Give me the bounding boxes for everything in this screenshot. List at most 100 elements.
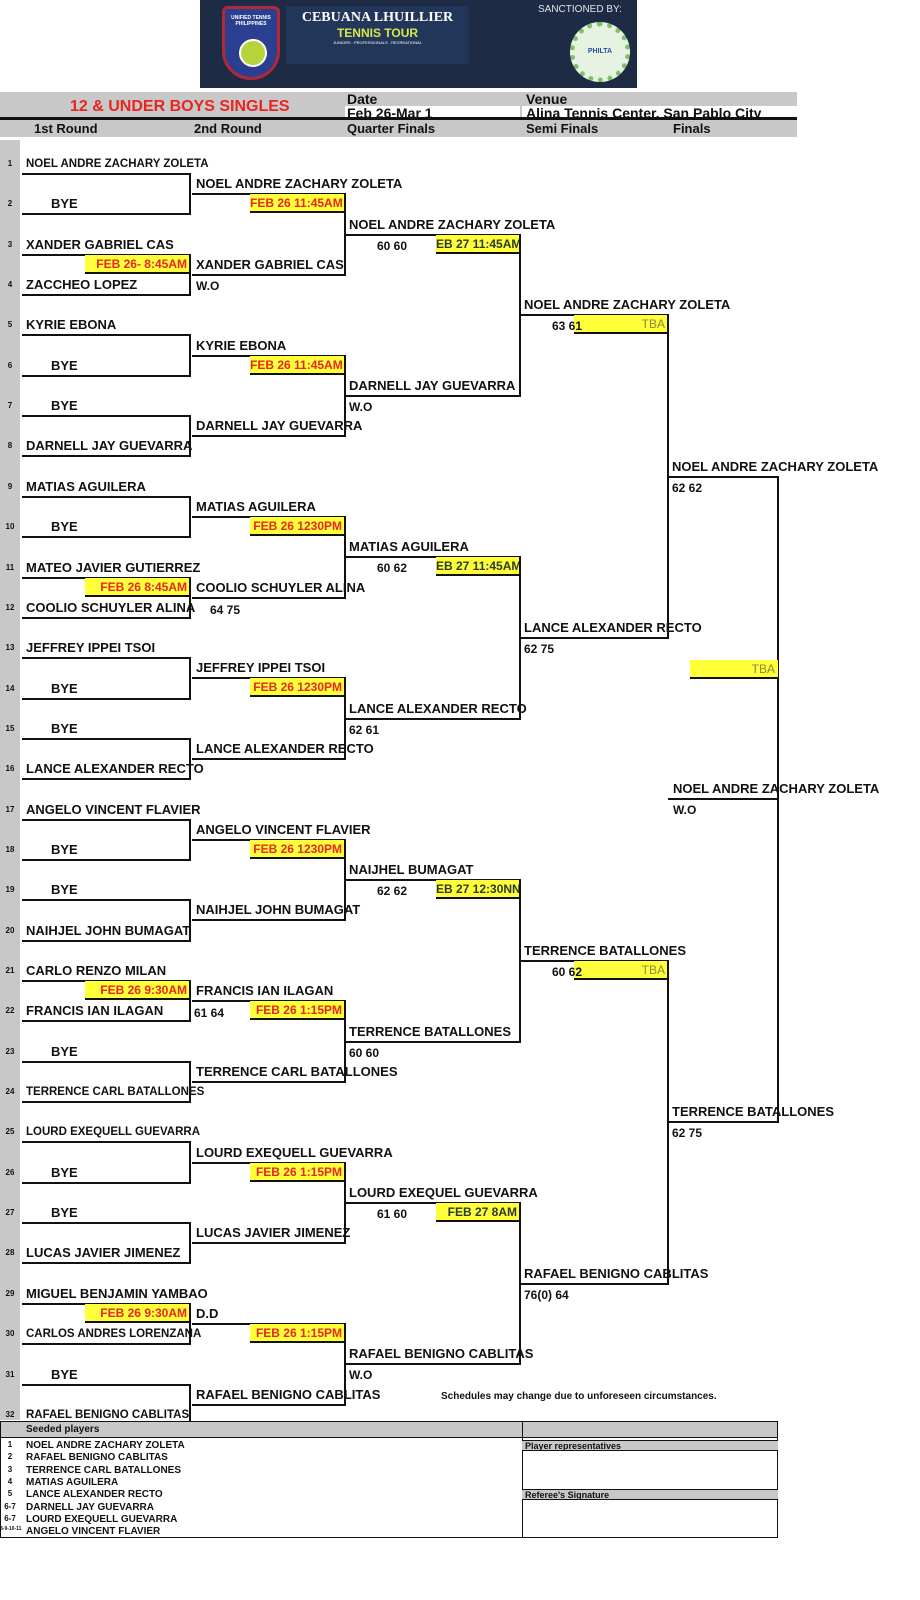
slot-number: 10 (5, 522, 15, 532)
bracket-connector (189, 818, 191, 861)
match-time-badge: TBA (574, 315, 668, 335)
referee-signature-label: Referee's Signature (522, 1489, 778, 1500)
player-name: XANDER GABRIEL CAS (196, 256, 344, 272)
player-name: DARNELL JAY GUEVARRA (26, 438, 193, 454)
bracket-line (22, 455, 190, 458)
slot-number: 13 (5, 643, 15, 653)
bracket-line (22, 1383, 190, 1386)
round-header-1st: 1st Round (34, 121, 98, 136)
seeded-player-name: DARNELL JAY GUEVARRA (26, 1501, 154, 1513)
player-name: MATIAS AGUILERA (26, 478, 146, 494)
player-name: JEFFREY IPPEI TSOI (26, 640, 156, 656)
player-name: BYE (51, 841, 78, 857)
bracket-line (22, 737, 190, 740)
bracket-line (22, 818, 190, 821)
player-name: RAFAEL BENIGNO CABLITAS (349, 1346, 534, 1362)
slot-number: 15 (5, 723, 15, 733)
slot-number: 16 (5, 764, 15, 774)
player-name: MATIAS AGUILERA (196, 498, 316, 514)
slot-number: 28 (5, 1248, 15, 1258)
slot-number: 22 (5, 1006, 15, 1016)
bracket-line (22, 778, 190, 781)
bracket-line (192, 273, 345, 276)
sponsor-banner: UNIFIED TENNIS PHILIPPINES CEBUANA LHUIL… (200, 0, 637, 88)
bracket-line (520, 637, 668, 640)
slot-number: 5 (7, 320, 13, 330)
bracket-line (192, 1080, 345, 1083)
seed-number: 1 (7, 1440, 13, 1449)
bracket-line (22, 213, 190, 216)
slot-number: 18 (5, 844, 15, 854)
bracket-line (22, 294, 190, 297)
player-name: FRANCIS IAN ILAGAN (196, 983, 334, 999)
match-time-badge: EB 27 11:45AM (436, 234, 520, 254)
brand-text: CEBUANA LHUILLIER (301, 10, 454, 25)
player-name: DARNELL JAY GUEVARRA (196, 418, 363, 434)
player-name: JEFFREY IPPEI TSOI (196, 660, 326, 676)
tennis-ball-icon (239, 39, 267, 67)
match-score: 62 75 (524, 642, 555, 657)
venue-label: Venue (526, 91, 568, 107)
player-name: BYE (51, 720, 78, 736)
player-name: NAIHJEL JOHN BUMAGAT (196, 902, 361, 918)
champion-name: NOEL ANDRE ZACHARY ZOLETA (673, 781, 880, 797)
bracket-connector (189, 495, 191, 539)
match-score: 61 60 (377, 1206, 408, 1221)
bracket-line (22, 1343, 190, 1346)
bracket-connector (777, 475, 779, 1124)
player-name: TERRENCE BATALLONES (524, 942, 687, 958)
match-score: 76(0) 64 (524, 1287, 569, 1302)
round-header-finals: Finals (673, 121, 711, 136)
slot-number: 11 (5, 562, 15, 572)
player-name: BYE (51, 519, 78, 535)
player-name: LOURD EXEQUELL GUEVARRA (196, 1144, 393, 1160)
match-score: 62 61 (349, 722, 380, 737)
bracket-line (668, 475, 778, 478)
player-name: XANDER GABRIEL CAS (26, 236, 174, 252)
bracket-line (345, 233, 520, 236)
header-divider (0, 117, 797, 120)
player-name: NOEL ANDRE ZACHARY ZOLETA (349, 216, 556, 232)
round-header-sf: Semi Finals (526, 121, 599, 136)
player-name: KYRIE EBONA (26, 317, 117, 333)
cebuana-tour-logo: CEBUANA LHUILLIER TENNIS TOUR JUNIORS . … (286, 6, 469, 64)
match-time-badge: FEB 26 11:45AM (250, 194, 345, 214)
seeded-player-name: ANGELO VINCENT FLAVIER (26, 1526, 161, 1538)
player-representatives-label: Player representatives (522, 1440, 778, 1451)
slot-number: 2 (7, 199, 13, 209)
seeded-player-name: MATIAS AGUILERA (26, 1476, 119, 1488)
bracket-line (22, 1101, 190, 1104)
bracket-connector (189, 980, 191, 1023)
player-name: KYRIE EBONA (196, 337, 287, 353)
player-name: NAIJHEL BUMAGAT (349, 862, 474, 878)
match-time-badge: FEB 26 1230PM (250, 839, 345, 859)
player-name: COOLIO SCHUYLER ALINA (26, 599, 196, 615)
player-name: TERRENCE BATALLONES (672, 1104, 835, 1120)
seed-number: 5 (7, 1489, 13, 1499)
player-name: MATEO JAVIER GUTIERREZ (26, 559, 201, 575)
player-name: CARLO RENZO MILAN (26, 963, 167, 978)
bracket-line (22, 334, 190, 337)
player-name: MATIAS AGUILERA (349, 539, 469, 555)
bracket-line (22, 1060, 190, 1063)
bracket-line (22, 657, 190, 660)
match-score: 60 62 (552, 964, 583, 979)
match-score: 62 75 (672, 1126, 703, 1141)
slot-number: 32 (5, 1409, 15, 1419)
match-time-badge: FEB 26 9:30AM (85, 981, 190, 1000)
player-name: NOEL ANDRE ZACHARY ZOLETA (196, 176, 403, 192)
final-time-badge: TBA (690, 660, 778, 679)
match-score: 60 60 (349, 1045, 380, 1060)
bracket-connector (189, 1141, 191, 1184)
bracket-connector (189, 334, 191, 377)
philta-text: PHILTA (587, 48, 613, 55)
date-value: Feb 26-Mar 1 (345, 106, 520, 117)
player-name: BYE (51, 398, 78, 414)
seed-number: 6-7 (4, 1501, 16, 1511)
slot-number: 25 (5, 1127, 15, 1137)
match-time-badge: FEB 26 1230PM (250, 678, 345, 698)
player-name: TERRENCE CARL BATALLONES (196, 1063, 398, 1079)
player-name: BYE (51, 1205, 78, 1221)
player-name: NOEL ANDRE ZACHARY ZOLETA (26, 158, 209, 170)
schedule-note: Schedules may change due to unforeseen c… (441, 1391, 717, 1402)
